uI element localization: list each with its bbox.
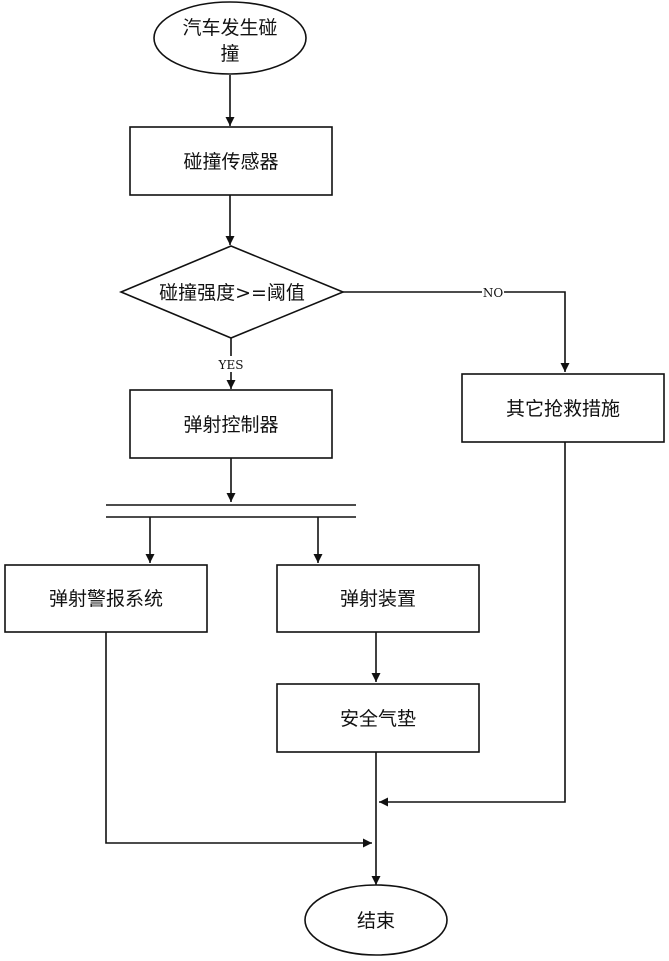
safety-airbag-box: 安全气垫 xyxy=(277,684,479,752)
no-label: NO xyxy=(483,286,504,300)
threshold-decision-label: 碰撞强度>=阈值 xyxy=(159,282,305,304)
other-rescue-box: 其它抢救措施 xyxy=(462,374,664,442)
collision-sensor-label: 碰撞传感器 xyxy=(183,151,278,173)
start-label-line1: 汽车发生碰 xyxy=(182,17,277,39)
collision-sensor-box: 碰撞传感器 xyxy=(130,127,332,195)
end-label: 结束 xyxy=(357,910,395,932)
other-rescue-label: 其它抢救措施 xyxy=(506,398,620,420)
ejection-device-label: 弹射装置 xyxy=(340,588,416,610)
ejection-device-box: 弹射装置 xyxy=(277,565,479,632)
safety-airbag-label: 安全气垫 xyxy=(340,708,416,730)
ejection-alarm-box: 弹射警报系统 xyxy=(5,565,207,632)
arrow-no-branch xyxy=(343,292,565,372)
ejection-alarm-label: 弹射警报系统 xyxy=(49,588,163,610)
ejection-controller-label: 弹射控制器 xyxy=(183,414,278,436)
end-node: 结束 xyxy=(305,885,447,955)
ejection-controller-box: 弹射控制器 xyxy=(130,390,332,458)
start-node: 汽车发生碰 撞 xyxy=(154,2,306,74)
threshold-decision: 碰撞强度>=阈值 xyxy=(121,246,343,338)
yes-label: YES xyxy=(218,358,244,372)
start-label-line2: 撞 xyxy=(220,43,239,65)
